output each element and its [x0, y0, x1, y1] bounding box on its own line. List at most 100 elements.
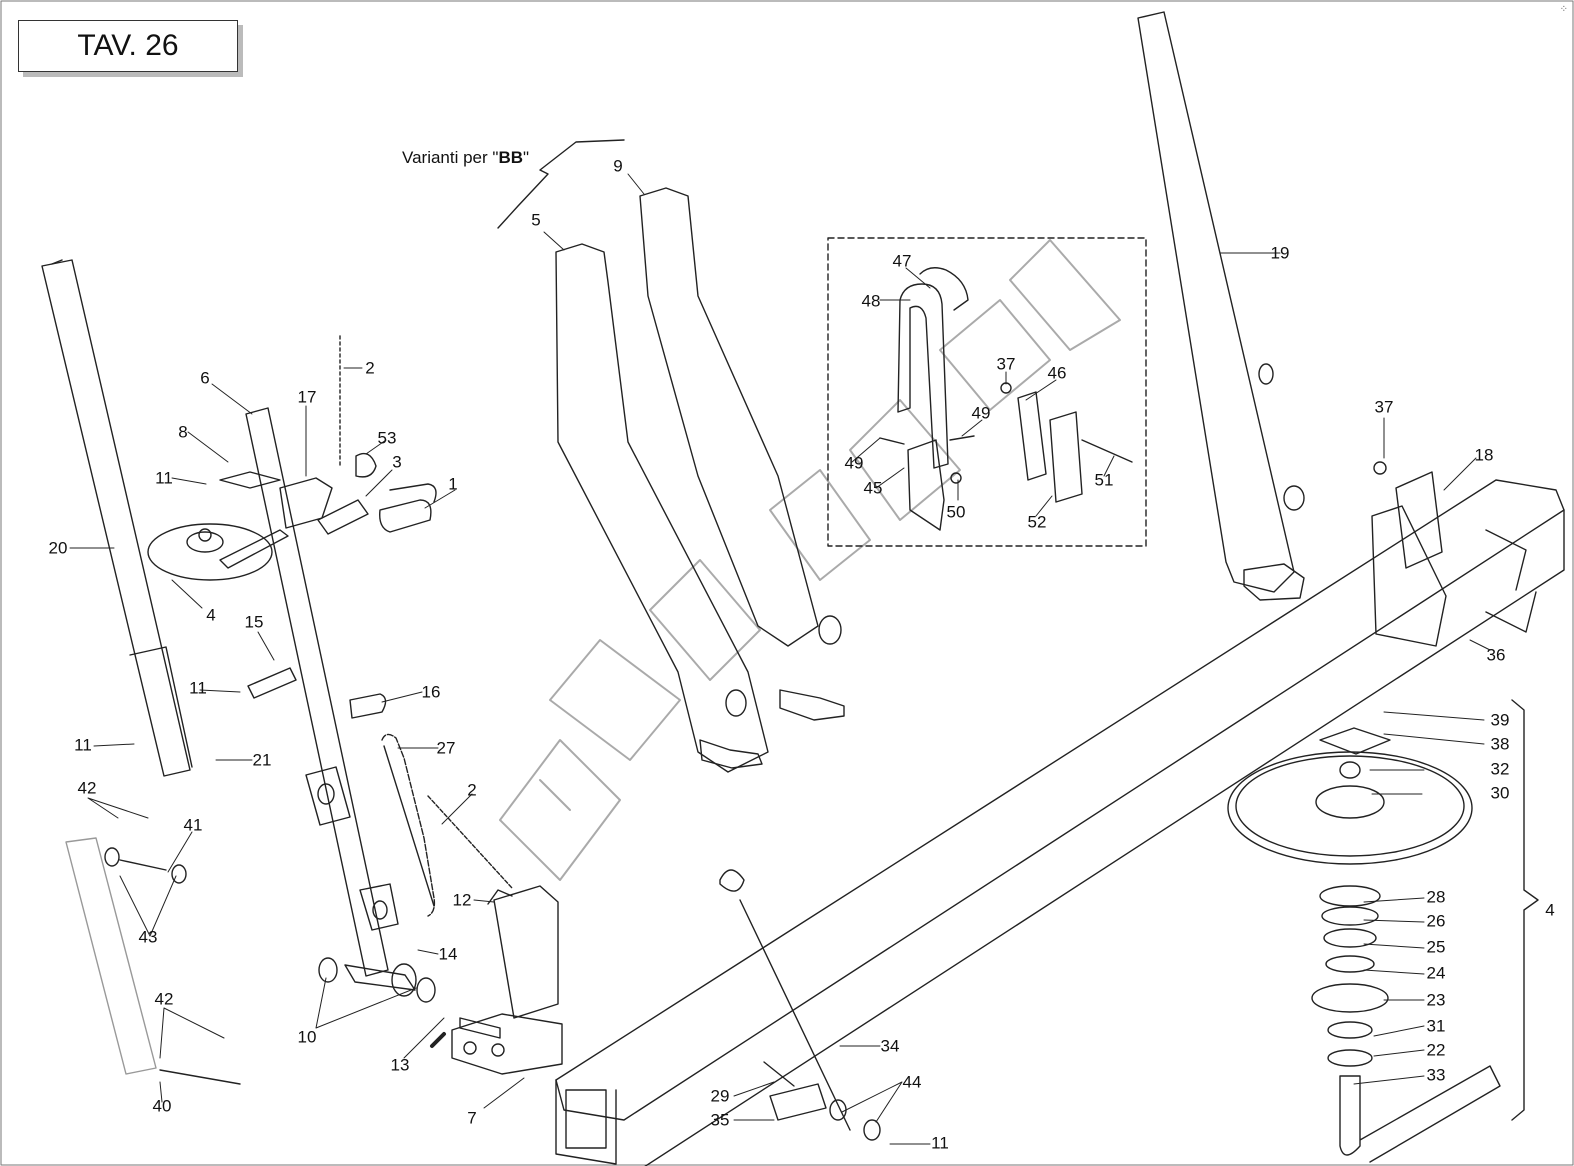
- leader-lines: [69, 173, 1491, 1145]
- part-label: 42: [77, 778, 97, 798]
- part-53-clip: [355, 452, 377, 478]
- part-label: 29: [710, 1086, 730, 1106]
- part-label: 30: [1490, 783, 1510, 803]
- part-48-spring-tine: [897, 267, 969, 469]
- part-label: 26: [1426, 911, 1446, 931]
- part-cylinder: [65, 837, 157, 1075]
- part-27-spring: [381, 733, 436, 917]
- part-label: 11: [155, 468, 173, 488]
- part-36-u-bolt: [1485, 529, 1537, 633]
- part-27-spring-axis: [383, 745, 435, 907]
- part-43-washer-b: [171, 864, 187, 884]
- part-18-bracket: [1371, 471, 1447, 647]
- part-label: 16: [421, 682, 441, 702]
- part-4-disc-small: [147, 523, 289, 581]
- part-7-bracket: [451, 885, 563, 1075]
- part-16-u-bolt: [349, 693, 387, 719]
- part-35-plate: [769, 1083, 827, 1121]
- part-label: 20: [48, 538, 68, 558]
- part-10-washer-a: [318, 957, 338, 983]
- part-label: 11: [189, 678, 207, 698]
- variant-box: [827, 237, 1147, 547]
- part-label: 50: [946, 502, 966, 522]
- part-label: 7: [467, 1108, 477, 1128]
- part-1-u-bolt: [379, 483, 437, 533]
- part-bushing: [459, 1017, 501, 1039]
- part-43-washer-a: [104, 847, 120, 867]
- part-label: 14: [438, 944, 458, 964]
- part-label: 32: [1490, 759, 1510, 779]
- part-label: 19: [1270, 243, 1290, 263]
- part-30-disc-assembly: [1227, 727, 1501, 1163]
- part-label: 46: [1047, 363, 1067, 383]
- part-label: 33: [1426, 1065, 1446, 1085]
- part-45-point: [907, 439, 945, 531]
- corner-mark: ⁘: [1559, 4, 1568, 15]
- part-3-pin: [317, 499, 369, 535]
- part-label: 3: [392, 452, 402, 472]
- part-8-plate: [219, 471, 281, 489]
- part-label: 49: [971, 403, 991, 423]
- part-label: 4: [206, 605, 216, 625]
- bracket-4: [1511, 699, 1539, 1121]
- part-19-tube: [1137, 11, 1305, 601]
- part-label: 52: [1027, 512, 1047, 532]
- part-label: 22: [1426, 1040, 1446, 1060]
- part-13-pin: [430, 1032, 446, 1048]
- part-label: 53: [377, 428, 397, 448]
- part-label: 8: [178, 422, 188, 442]
- part-label: 34: [880, 1036, 900, 1056]
- part-41-pin: [119, 859, 167, 871]
- part-label: 24: [1426, 963, 1446, 983]
- part-44-washer-b: [863, 1119, 881, 1141]
- part-label: 18: [1474, 445, 1494, 465]
- part-6-arm: [245, 407, 417, 997]
- part-29-bolt: [763, 1061, 795, 1087]
- part-label: 35: [710, 1110, 730, 1130]
- part-label: 43: [138, 927, 158, 947]
- part-label: 21: [252, 750, 272, 770]
- part-2-pin-b: [427, 795, 513, 889]
- part-50-nut: [950, 472, 962, 484]
- part-15-plate: [247, 667, 297, 699]
- drawing-title: TAV. 26: [18, 20, 238, 72]
- variant-bracket: [497, 139, 625, 229]
- part-label: 2: [365, 358, 375, 378]
- part-40-pin: [159, 1069, 241, 1085]
- part-10-washer-b: [416, 977, 436, 1003]
- part-49-bolts: [879, 435, 975, 445]
- variant-note: Varianti per "BB": [402, 148, 530, 167]
- part-label: 36: [1486, 645, 1506, 665]
- part-5-arm: [555, 243, 769, 773]
- part-17-bracket: [279, 477, 333, 529]
- part-label: 1: [448, 474, 458, 494]
- part-label: 23: [1426, 990, 1446, 1010]
- part-label: 49: [844, 453, 864, 473]
- part-label: 15: [244, 612, 264, 632]
- part-label: 27: [436, 738, 456, 758]
- part-label: 31: [1426, 1016, 1446, 1036]
- part-label: 28: [1426, 887, 1446, 907]
- part-label: 5: [531, 210, 541, 230]
- part-label: 44: [902, 1072, 922, 1092]
- part-9-arm: [639, 187, 845, 721]
- part-37-nut-b: [1373, 461, 1387, 475]
- part-label: 48: [861, 291, 881, 311]
- part-52-clamp: [1049, 411, 1083, 503]
- part-label: 6: [200, 368, 210, 388]
- part-label: 11: [74, 735, 92, 755]
- part-label: 4: [1545, 900, 1555, 920]
- part-20-tube: [41, 259, 193, 777]
- part-label: 11: [931, 1133, 949, 1153]
- part-label: 41: [183, 815, 203, 835]
- part-label: 13: [390, 1055, 410, 1075]
- part-46-clamp: [1017, 391, 1047, 481]
- part-label: 51: [1094, 470, 1114, 490]
- part-44-washer-a: [829, 1099, 847, 1121]
- part-51-bolt: [1081, 439, 1133, 463]
- main-beam: [555, 479, 1565, 1166]
- watermark-logo: [499, 239, 1121, 881]
- part-label: 42: [154, 989, 174, 1009]
- part-34-rod: [719, 869, 851, 1131]
